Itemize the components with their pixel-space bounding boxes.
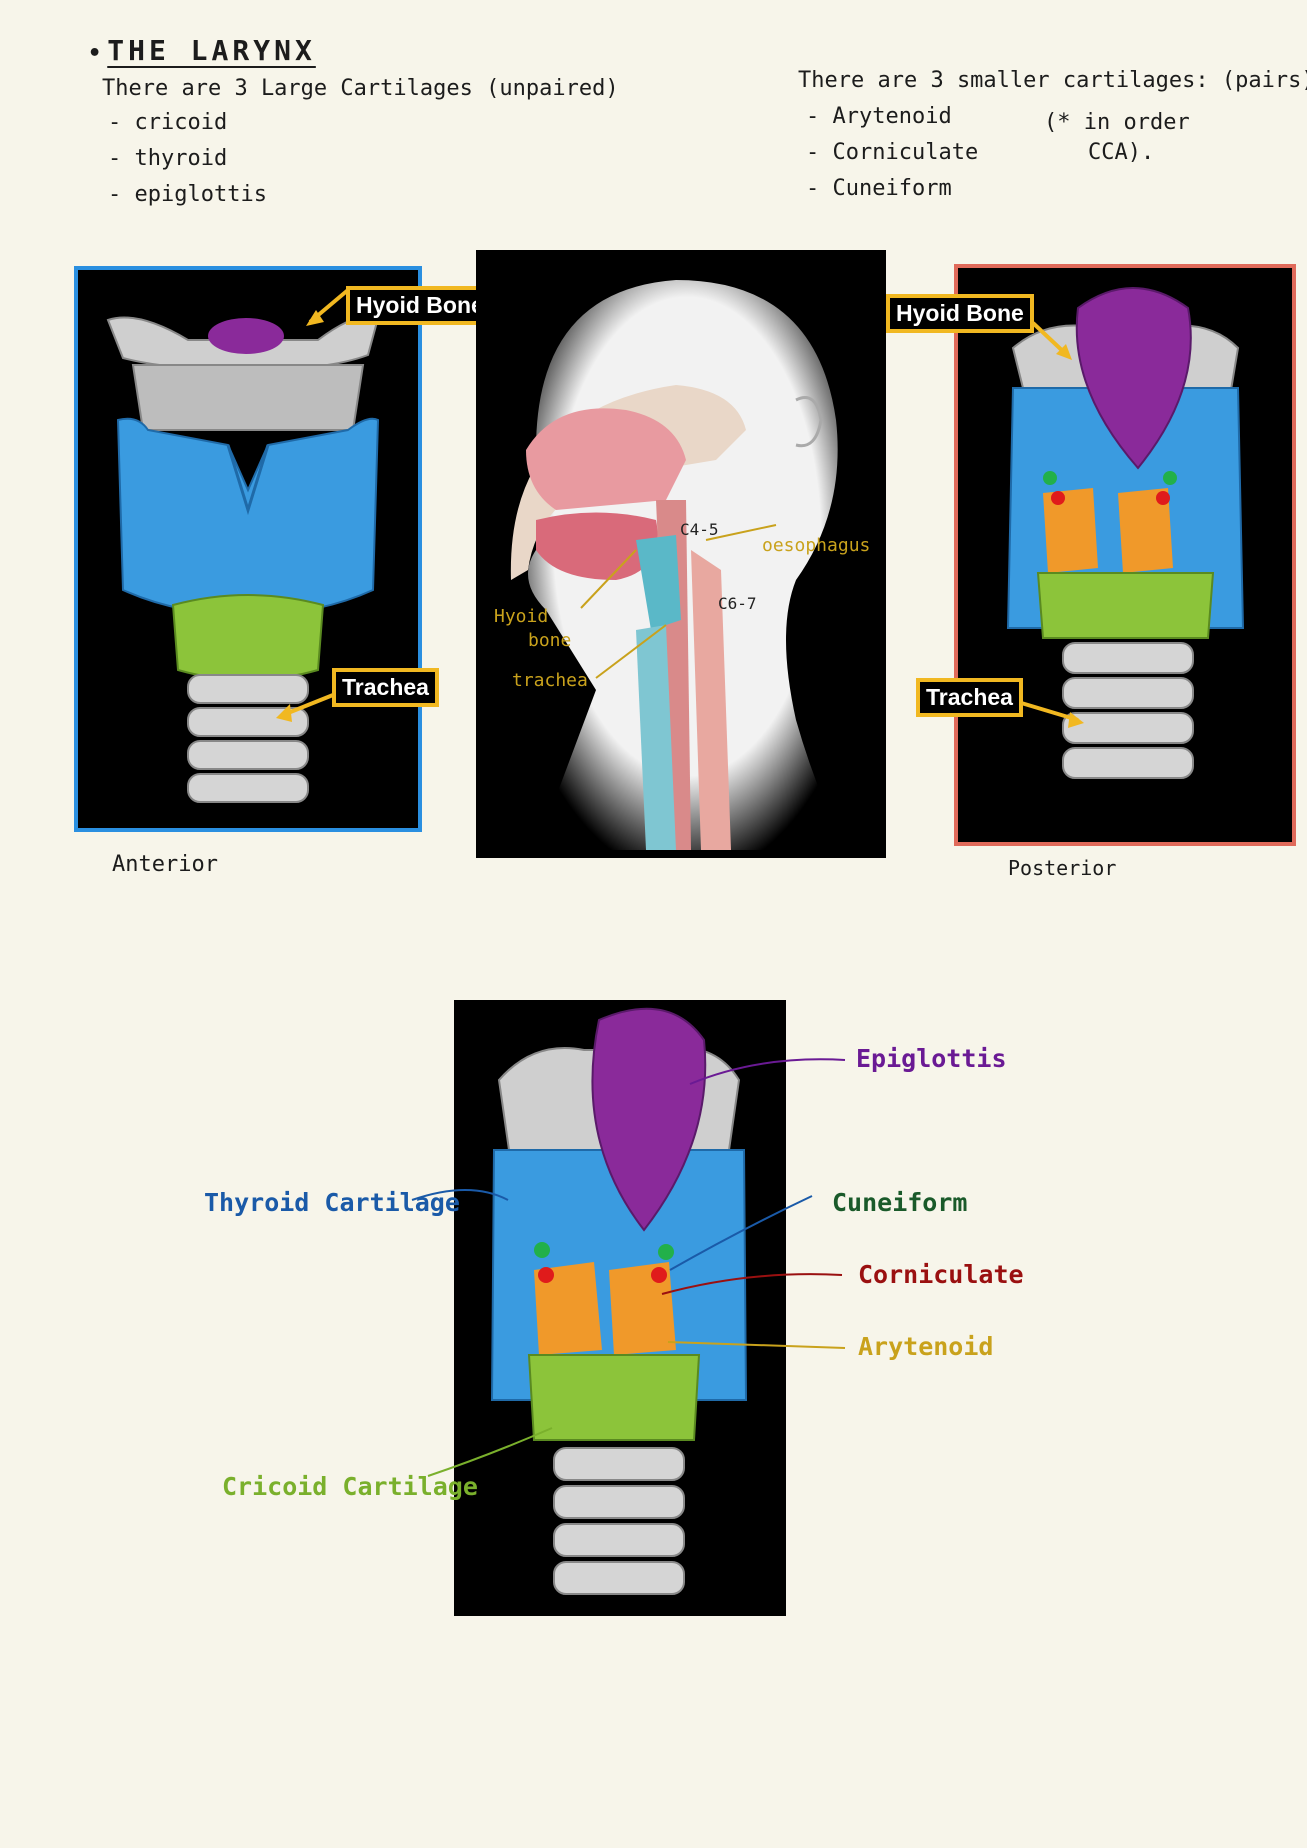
large-cartilages-intro: There are 3 Large Cartilages (unpaired) [102,76,619,101]
oesophagus-shape [691,550,731,850]
cuneiform-right-shape [1163,471,1177,485]
thyroid-leader [411,1189,509,1201]
posterior-caption: Posterior [1008,856,1117,880]
cuneiform-left-shape [534,1242,550,1258]
labelled-larynx-panel [454,1000,786,1616]
trachea-ring [187,674,309,704]
oesophagus-pointer-line [705,524,777,541]
cricoid-leader [427,1427,553,1477]
hyoid-pointer-line [580,549,637,609]
arytenoid-right-shape [609,1262,676,1355]
title-bullet: • [88,41,102,66]
arytenoid-left-shape [534,1262,602,1355]
trachea-ring [553,1447,685,1481]
small-cartilages-intro: There are 3 smaller cartilages: (pairs) [798,68,1307,93]
trachea-ring [553,1485,685,1519]
small-item-cuneiform: - Cuneiform [806,176,952,201]
trachea-arrow [1017,700,1079,722]
arytenoid-leader [667,1341,846,1349]
head-sagittal-panel [476,250,886,858]
anterior-trachea-label: Trachea [332,668,439,707]
cuneiform-right-shape [658,1244,674,1260]
label-cricoid-cartilage: Cricoid Cartilage [222,1472,478,1501]
hyoid-arrow-head [1056,344,1072,360]
epiglottis-shape [591,1007,707,1232]
ear-shape [795,396,823,448]
larynx-shape [636,535,681,630]
order-note-line1: (* in order [1044,110,1190,135]
label-oesophagus: oesophagus [762,535,871,556]
trachea-ring [553,1561,685,1595]
trachea-arrow-head [276,704,292,722]
cuneiform-leader [669,1195,813,1271]
small-item-arytenoid: - Arytenoid [806,104,952,129]
anterior-panel [74,266,422,832]
hyoid-arrow-head [306,310,324,326]
cricoid-cartilage-shape [1036,572,1215,639]
labelled-larynx-illustration [490,1007,748,1595]
oral-cavity-shape [536,512,658,580]
arytenoid-right-shape [1118,488,1173,573]
corniculate-leader [661,1273,843,1295]
posterior-larynx-illustration [1006,287,1245,779]
label-arytenoid: Arytenoid [858,1332,994,1361]
epiglottis-leader [689,1058,846,1085]
page-title: •THE LARYNX [88,34,316,67]
trachea-arrow [282,693,334,717]
label-c67: C6-7 [718,594,757,613]
trachea-ring [1062,642,1194,674]
cricoid-cartilage-shape [527,1354,701,1441]
large-item-epiglottis: - epiglottis [108,182,267,207]
trachea-arrow-head [1068,712,1084,728]
trachea-ring [553,1523,685,1557]
title-text: THE LARYNX [107,34,316,67]
large-item-thyroid: - thyroid [108,146,228,171]
posterior-trachea-label: Trachea [916,678,1023,717]
label-trachea: trachea [512,670,588,691]
label-corniculate: Corniculate [858,1260,1024,1289]
order-note-line2: CCA). [1088,140,1155,165]
trachea-ring [187,773,309,803]
trachea-ring [187,740,309,770]
anterior-caption: Anterior [112,852,218,877]
epiglottis-shape [1075,287,1192,470]
label-thyroid-cartilage: Thyroid Cartilage [204,1188,460,1217]
anterior-hyoid-label: Hyoid Bone [346,286,494,325]
label-cuneiform: Cuneiform [832,1188,968,1217]
label-c45: C4-5 [680,520,719,539]
arytenoid-left-shape [1043,488,1098,573]
head-sagittal-illustration [510,280,846,850]
cuneiform-left-shape [1043,471,1057,485]
corniculate-right-shape [1156,491,1170,505]
trachea-ring [1062,677,1194,709]
trachea-shape [636,625,676,850]
thyroid-notch-line [226,444,270,516]
label-hyoid-line1: Hyoid [494,606,549,627]
small-item-corniculate: - Corniculate [806,140,979,165]
trachea-ring [187,707,309,737]
corniculate-left-shape [1051,491,1065,505]
trachea-pointer-line [595,624,667,679]
nasal-cavity-shape [526,408,686,510]
epiglottis-tip-shape [208,318,284,354]
trachea-ring [1062,747,1194,779]
label-hyoid-line2: bone [528,630,572,651]
corniculate-left-shape [538,1267,554,1283]
trachea-ring [1062,712,1194,744]
corniculate-right-shape [651,1267,667,1283]
posterior-hyoid-label: Hyoid Bone [886,294,1034,333]
label-epiglottis: Epiglottis [856,1044,1007,1073]
anterior-larynx-illustration [106,288,380,803]
posterior-panel [954,264,1296,846]
large-item-cricoid: - cricoid [108,110,228,135]
